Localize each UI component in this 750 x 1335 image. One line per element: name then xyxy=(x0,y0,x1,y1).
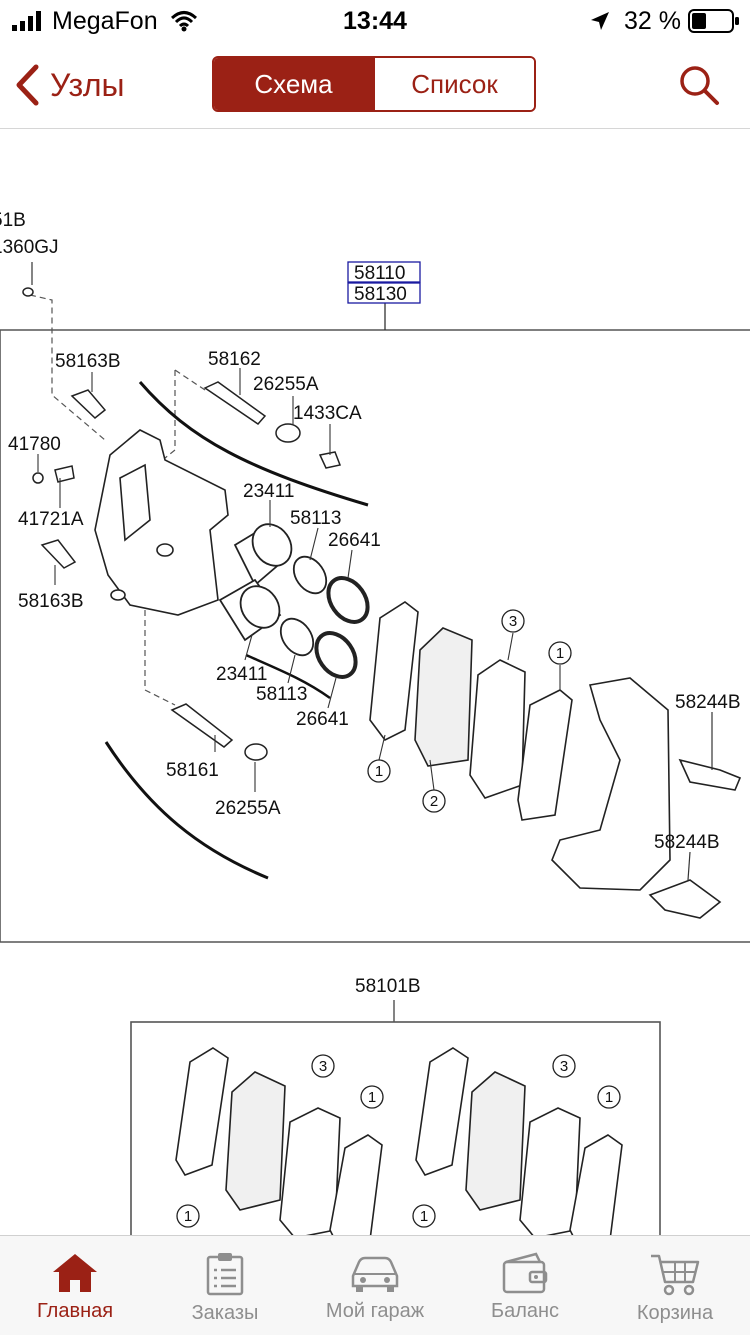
clipboard-icon xyxy=(206,1253,244,1296)
nav-bar: Узлы Схема Список xyxy=(0,42,750,129)
callout-number: 1 xyxy=(420,1208,428,1225)
part-label[interactable]: 58244B xyxy=(675,692,741,713)
callout-number: 1 xyxy=(605,1089,613,1106)
callout-number: 3 xyxy=(319,1058,327,1075)
tab-balance[interactable]: Баланс xyxy=(450,1236,600,1335)
part-label[interactable]: 1433CA xyxy=(293,403,362,424)
part-label[interactable]: 41721A xyxy=(18,509,84,530)
segment-list[interactable]: Список xyxy=(373,58,534,110)
part-label[interactable]: 26255A xyxy=(253,374,319,395)
callout-number: 1 xyxy=(375,763,383,780)
part-label[interactable]: 58113 xyxy=(290,508,341,529)
part-label[interactable]: 58130 xyxy=(354,284,407,305)
wifi-icon xyxy=(170,11,198,32)
callout-number: 3 xyxy=(560,1058,568,1075)
chevron-left-icon xyxy=(16,64,39,106)
view-segmented-control: Схема Список xyxy=(212,56,536,112)
parts-diagram[interactable]: 51B 1360GJ 58110 58130 58163B 58162 2625… xyxy=(0,129,750,1235)
part-label[interactable]: 23411 xyxy=(216,664,267,685)
status-bar: MegaFon 13:44 32 % xyxy=(0,0,750,42)
part-label[interactable]: 26641 xyxy=(328,530,381,551)
part-label[interactable]: 1360GJ xyxy=(0,237,59,258)
callout-number: 1 xyxy=(184,1208,192,1225)
tab-bar: Главная Заказы Мой гараж Бала xyxy=(0,1235,750,1335)
back-label: Узлы xyxy=(50,66,125,103)
callout-number: 1 xyxy=(556,645,564,662)
part-code-box xyxy=(347,282,421,304)
part-label[interactable]: 23411 xyxy=(243,481,294,502)
tab-label: Баланс xyxy=(490,1300,560,1322)
part-label[interactable]: 58162 xyxy=(208,349,261,370)
part-label[interactable]: 58163B xyxy=(55,351,121,372)
tab-label: Мой гараж xyxy=(325,1300,425,1322)
part-label[interactable]: 26641 xyxy=(296,709,349,730)
tab-orders[interactable]: Заказы xyxy=(150,1236,300,1335)
home-icon xyxy=(53,1254,97,1292)
car-icon xyxy=(351,1256,399,1292)
part-label[interactable]: 26255A xyxy=(215,798,281,819)
callout-number: 2 xyxy=(430,793,438,810)
segment-scheme[interactable]: Схема xyxy=(214,58,373,110)
part-label[interactable]: 51B xyxy=(0,210,26,231)
part-label[interactable]: 58161 xyxy=(166,760,219,781)
tab-label: Главная xyxy=(36,1300,114,1322)
part-label[interactable]: 58113 xyxy=(256,684,307,705)
cart-icon xyxy=(651,1254,700,1296)
battery-percent: 32 % xyxy=(624,7,681,35)
search-icon[interactable] xyxy=(678,64,720,106)
part-label[interactable]: 58163B xyxy=(18,591,84,612)
part-label[interactable]: 41780 xyxy=(8,434,61,455)
callout-number: 3 xyxy=(509,613,517,630)
signal-icon xyxy=(12,11,41,31)
tab-home[interactable]: Главная xyxy=(0,1236,150,1335)
location-arrow-icon xyxy=(591,12,609,30)
carrier-name: MegaFon xyxy=(52,7,158,35)
tab-cart[interactable]: Корзина xyxy=(600,1236,750,1335)
callout-number: 1 xyxy=(368,1089,376,1106)
tab-label: Заказы xyxy=(191,1302,259,1324)
tab-label: Корзина xyxy=(636,1302,714,1324)
part-label[interactable]: 58101B xyxy=(355,976,421,997)
part-label[interactable]: 58110 xyxy=(354,263,405,284)
brake-caliper-schematic: 51B 1360GJ 58110 58130 58163B 58162 2625… xyxy=(0,210,750,1235)
tab-garage[interactable]: Мой гараж xyxy=(300,1236,450,1335)
wallet-icon xyxy=(502,1252,548,1294)
back-button[interactable]: Узлы xyxy=(14,62,125,108)
battery-icon xyxy=(688,9,739,33)
clock: 13:44 xyxy=(343,7,407,35)
part-code-box xyxy=(347,261,421,283)
part-label[interactable]: 58244B xyxy=(654,832,720,853)
